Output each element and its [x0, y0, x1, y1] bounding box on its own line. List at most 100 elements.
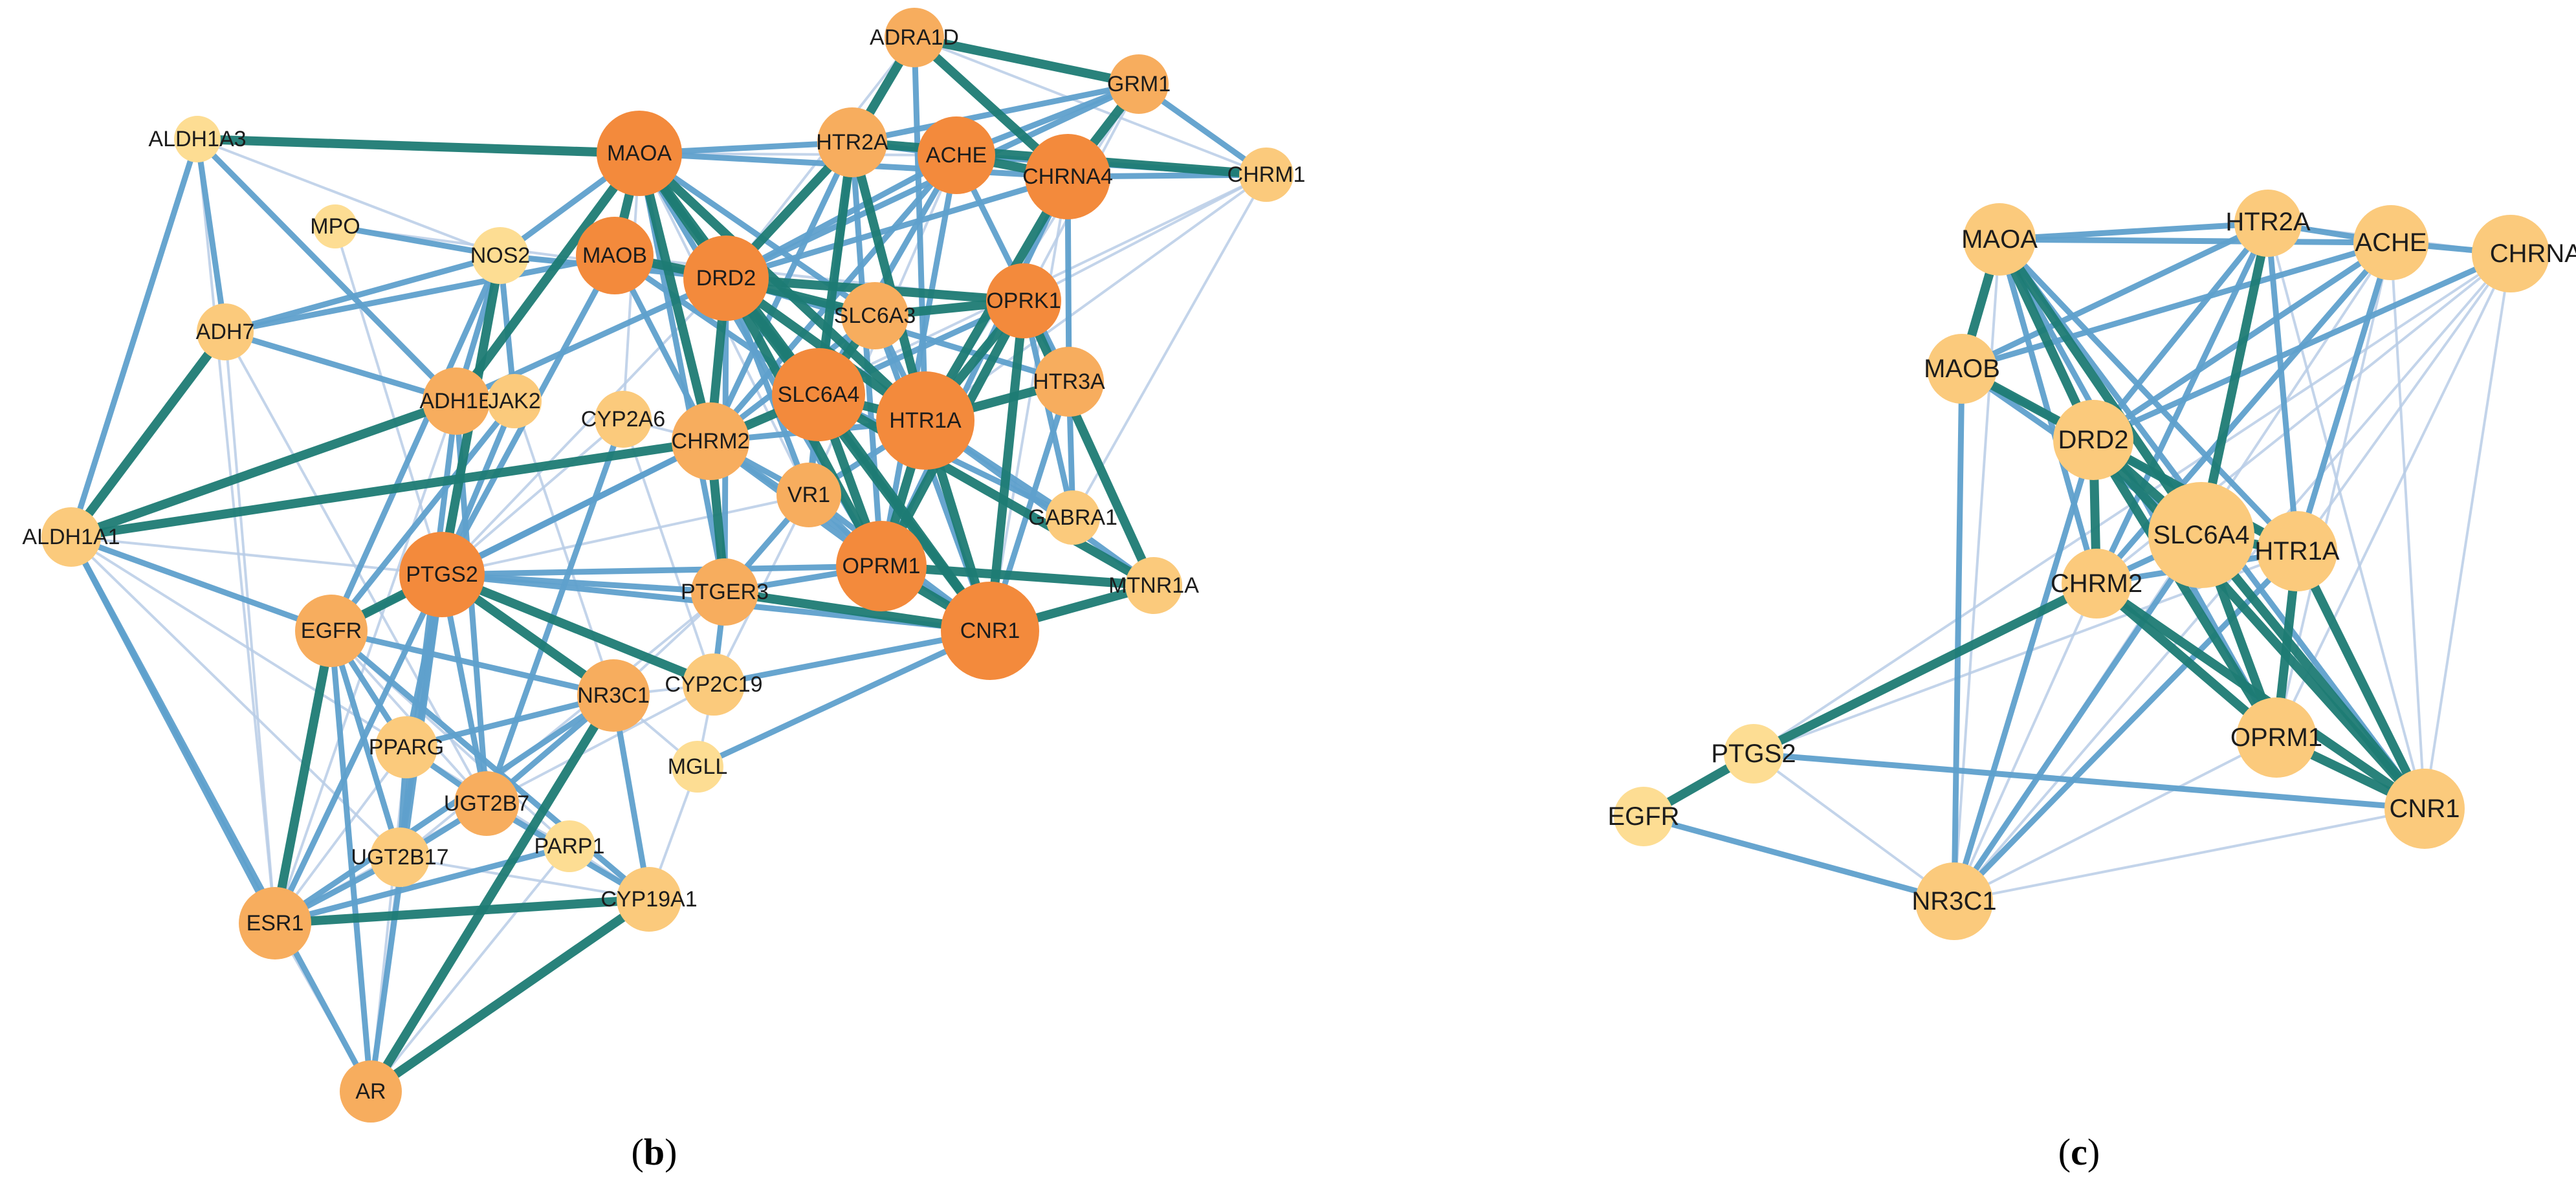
edge-nr3c1-cnr1 [1953, 807, 2426, 903]
edge-aldh1a3-adh1b [194, 136, 459, 404]
edge-ptgs2-chrm2 [439, 438, 714, 578]
node-circle [941, 582, 1039, 680]
node-maob: MAOB [1924, 334, 2000, 404]
edge-htr2a-oprm1 [849, 139, 885, 569]
panel-c-caption: (c) [2058, 1131, 2100, 1173]
edge-aldh1a1-ar [68, 534, 374, 1095]
node-label: PARP1 [534, 834, 605, 859]
edge-maoa-ache [1996, 236, 2394, 246]
edge-chrna4-htr1a [2296, 252, 2512, 553]
edge-aldh1a1-chrm2 [67, 437, 715, 542]
edge-ptgs2-esr1 [272, 571, 445, 926]
node-label: EGFR [1607, 802, 1679, 831]
edge-ptgs2-oprm1 [439, 563, 885, 578]
node-nr3c1: NR3C1 [1911, 862, 1997, 940]
node-nos2: NOS2 [470, 227, 530, 284]
edge-nr3c1-ar [366, 691, 618, 1096]
node-label: PTGS2 [1711, 740, 1796, 768]
node-grm1: GRM1 [1107, 54, 1171, 114]
node-circle [1125, 557, 1182, 614]
node-chrm2: CHRM2 [2051, 549, 2142, 619]
edge-vr1-ptgs2 [441, 494, 810, 576]
node-label: AR [355, 1079, 386, 1104]
edge-aldh1a3-nos2 [196, 138, 501, 257]
node-label: ALDH1A1 [22, 525, 120, 549]
node-label: CYP2A6 [581, 407, 665, 432]
node-label: HTR1A [889, 408, 962, 433]
edge-slc6a4-nr3c1 [1951, 532, 2205, 904]
node-ugt2b7: UGT2B7 [444, 771, 529, 836]
node-circle [375, 716, 437, 778]
edge-cyp2c19-ugt2b7 [485, 683, 715, 805]
panel-b-caption: (b) [632, 1131, 677, 1173]
node-ar: AR [340, 1060, 402, 1123]
node-circle [597, 111, 682, 196]
node-label: SLC6A4 [778, 382, 860, 407]
node-circle [595, 391, 652, 448]
node-esr1: ESR1 [239, 887, 311, 959]
node-label: GABRA1 [1028, 505, 1117, 530]
node-mtnr1a: MTNR1A [1108, 557, 1199, 614]
edge-chrna4-drd2 [723, 173, 1071, 281]
edge-chrna4-cnr1 [2423, 252, 2512, 810]
node-circle [544, 820, 595, 872]
node-egfr: EGFR [1607, 787, 1680, 846]
node-label: CNR1 [960, 619, 1020, 643]
edge-adh7-nos2 [222, 252, 503, 335]
node-circle [340, 1060, 402, 1123]
node-pparg: PPARG [369, 716, 444, 778]
node-label: MAOB [582, 243, 647, 268]
node-circle [691, 558, 758, 626]
node-circle [672, 741, 723, 793]
edge-ache-maob [1959, 239, 2394, 372]
node-circle [885, 8, 944, 67]
edge-egfr-ugt2b17 [328, 628, 403, 861]
node-label: HTR2A [2225, 208, 2310, 236]
node-circle [576, 217, 654, 294]
node-circle [399, 532, 485, 617]
edge-chrm2-cnr1 [2092, 579, 2429, 813]
node-label: GRM1 [1107, 72, 1171, 96]
node-chrm2: CHRM2 [672, 402, 749, 480]
edge-egfr-nr3c1 [328, 628, 617, 699]
edge-chrna4-cnr1 [989, 175, 1069, 632]
edge-pparg-esr1 [274, 746, 408, 925]
node-label: JAK2 [488, 389, 540, 413]
edge-esr1-cyp19a1 [270, 895, 654, 928]
node-label: CHRNA4 [2490, 239, 2576, 268]
node-label: VR1 [787, 483, 830, 507]
edge-slc6a4-cnr1 [2197, 531, 2429, 813]
edge-egfr-cyp19a1 [328, 628, 652, 903]
node-oprm1: OPRM1 [836, 521, 927, 611]
node-adh7: ADH7 [196, 303, 254, 360]
node-label: MAOB [1924, 355, 2000, 383]
edge-cnr1-mgll [694, 628, 993, 770]
node-circle [772, 348, 865, 441]
edge-htr2a-drd2 [2090, 220, 2271, 443]
node-label: ACHE [2355, 228, 2427, 257]
node-label: CHRNA4 [1022, 164, 1113, 189]
node-adh1b: ADH1B [419, 367, 493, 435]
edge-maob-nr3c1 [1951, 366, 1965, 904]
node-circle [41, 507, 101, 567]
edge-nos2-egfr [328, 252, 503, 634]
node-slc6a4: SLC6A4 [2148, 482, 2254, 588]
edge-maoa-aldh1a3 [193, 135, 644, 158]
node-cyp2c19: CYP2C19 [665, 653, 763, 716]
edge-aldh1a1-adh1b [67, 397, 461, 542]
node-circle [1915, 862, 1993, 940]
edge-ptgs2-ptger3 [439, 571, 728, 595]
edge-jak2-egfr [328, 398, 518, 634]
node-label: CHRM1 [1227, 162, 1306, 187]
node-label: NR3C1 [577, 683, 649, 708]
node-circle [1046, 490, 1100, 545]
node-maoa: MAOA [1961, 203, 2038, 276]
network-c-nodes: MAOAHTR2AACHECHRNA4MAOBDRD2SLC6A4HTR1ACH… [1607, 190, 2576, 940]
node-label: CYP19A1 [600, 887, 697, 912]
node-cyp2a6: CYP2A6 [581, 391, 665, 448]
node-circle [841, 282, 908, 349]
node-label: ADRA1D [870, 25, 959, 50]
node-circle [2257, 511, 2337, 591]
node-mpo: MPO [310, 204, 360, 248]
